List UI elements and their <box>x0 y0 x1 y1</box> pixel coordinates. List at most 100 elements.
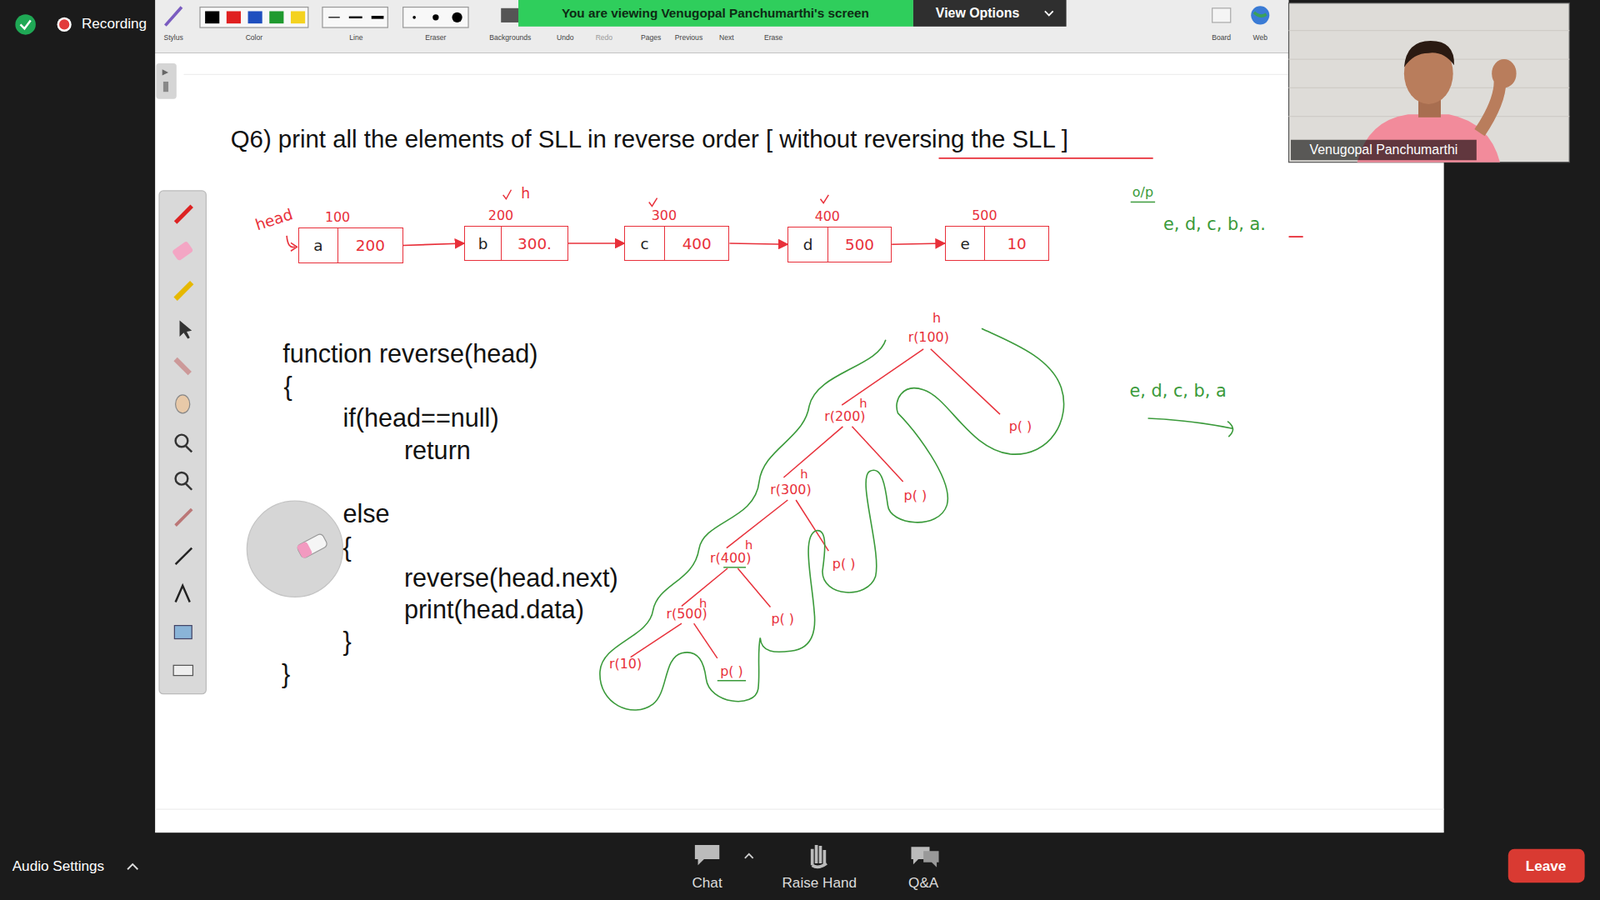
menu-button: View Options <box>935 6 1020 20</box>
whiteboard-toolbar <box>1250 5 1270 25</box>
call-trace-curve <box>600 328 1065 710</box>
toolbar-label: Backgrounds <box>489 34 531 42</box>
node-next-pointer: 10 <box>984 226 1048 261</box>
handwritten-note: r(100) <box>908 330 950 345</box>
node-data: b <box>465 226 501 261</box>
handwritten-marks <box>290 242 297 251</box>
pointer-arrow <box>891 243 945 245</box>
participant-name: Venugopal Panchumarthi <box>1310 143 1459 157</box>
handwritten-marks <box>1289 235 1304 238</box>
toolbar-label: Redo <box>595 34 613 42</box>
code-line: reverse(head.next) <box>404 565 619 591</box>
whiteboard-toolbar <box>165 7 182 26</box>
whiteboard-toolbar <box>349 16 363 19</box>
video-tile <box>1289 30 1570 31</box>
whiteboard-toolbar <box>403 7 469 28</box>
handwritten-note: p( ) <box>720 665 744 679</box>
tool-palette <box>175 472 189 485</box>
recursion-tree-lines <box>795 500 829 551</box>
handwritten-note: r(200) <box>824 410 865 424</box>
recursion-tree-lines <box>841 349 924 405</box>
node-data: a <box>299 228 339 263</box>
handwritten-note: head <box>253 207 295 235</box>
eraser-cursor <box>296 532 329 559</box>
tool-palette <box>175 435 189 448</box>
video-tile <box>1491 59 1516 88</box>
code-line: function reverse(head) <box>282 340 538 366</box>
toolbar-label: Undo <box>556 34 574 42</box>
tool-palette <box>175 395 190 414</box>
whiteboard-toolbar <box>1212 8 1231 23</box>
code-line: } <box>281 660 290 687</box>
control-label: Chat <box>691 876 722 891</box>
toolbar-label: Previous <box>675 34 703 42</box>
whiteboard-page <box>155 808 1445 810</box>
handwritten-marks <box>503 190 512 200</box>
recursion-tree-lines <box>726 500 788 549</box>
handwritten-note: h <box>859 396 867 410</box>
handwritten-note: p( ) <box>904 489 928 503</box>
list-node-box: 100a200 <box>298 227 404 264</box>
status-icons <box>59 19 70 30</box>
status-icons <box>20 20 30 29</box>
toolbar-label: Stylus <box>163 34 183 42</box>
handwritten-note: h <box>520 186 530 201</box>
handwritten-marks <box>286 158 1304 681</box>
control-label: Raise Hand <box>782 876 857 891</box>
status-icons <box>15 14 35 35</box>
code-line: if(head==null) <box>342 405 499 431</box>
video-tile <box>1480 81 1500 133</box>
node-data: e <box>945 226 985 261</box>
node-address: 200 <box>488 209 514 223</box>
tool-palette <box>180 320 193 339</box>
recursion-tree-lines <box>783 426 843 478</box>
control-label: Q&A <box>908 876 939 891</box>
whiteboard-page <box>162 69 169 75</box>
node-data: d <box>788 227 828 262</box>
status-icons <box>57 17 72 32</box>
share-banner <box>913 0 1067 27</box>
whiteboard-toolbar <box>200 7 309 28</box>
tool-palette <box>159 190 206 695</box>
meeting-controls <box>745 854 754 859</box>
share-banner <box>1045 10 1054 15</box>
handwritten-marks <box>1227 421 1233 437</box>
toolbar-label: Pages <box>640 34 661 42</box>
tool-palette <box>159 190 206 695</box>
whiteboard-toolbar <box>155 0 1289 54</box>
list-node-box: 200b300. <box>464 225 569 262</box>
handwritten-note: r(10) <box>609 657 642 671</box>
toolbar-label: Eraser <box>425 34 446 42</box>
recursion-tree-lines <box>930 349 1000 415</box>
whiteboard-page <box>155 53 1445 834</box>
slide-title: Q6) print all the elements of SLL in rev… <box>230 126 1069 151</box>
handwritten-note: p( ) <box>832 557 856 571</box>
video-tile <box>1289 3 1570 163</box>
meeting-controls <box>695 845 720 865</box>
tool-palette <box>175 205 193 223</box>
meeting-controls <box>1508 849 1585 883</box>
handwritten-note: o/p <box>1132 185 1154 200</box>
whiteboard-toolbar <box>226 10 241 24</box>
whiteboard-toolbar <box>269 10 284 24</box>
handwritten-note: h <box>932 311 941 325</box>
tool-palette <box>175 359 190 374</box>
list-node-box: 500e10 <box>945 225 1050 262</box>
tool-palette <box>171 240 194 262</box>
recursion-tree-lines <box>851 426 903 482</box>
eraser-cursor <box>246 500 343 597</box>
code-line: { <box>342 534 351 560</box>
toolbar-label: Next <box>719 34 735 42</box>
node-address: 300 <box>651 209 677 223</box>
handwritten-marks <box>1148 418 1234 429</box>
pointer-arrow <box>729 243 788 245</box>
node-next-pointer: 200 <box>337 228 403 263</box>
whiteboard-page <box>155 63 176 100</box>
handwritten-note: p( ) <box>770 612 795 626</box>
handwritten-note: h <box>800 468 808 481</box>
handwritten-marks <box>1130 201 1155 203</box>
code-line: } <box>342 628 351 655</box>
video-tile <box>1290 140 1477 160</box>
